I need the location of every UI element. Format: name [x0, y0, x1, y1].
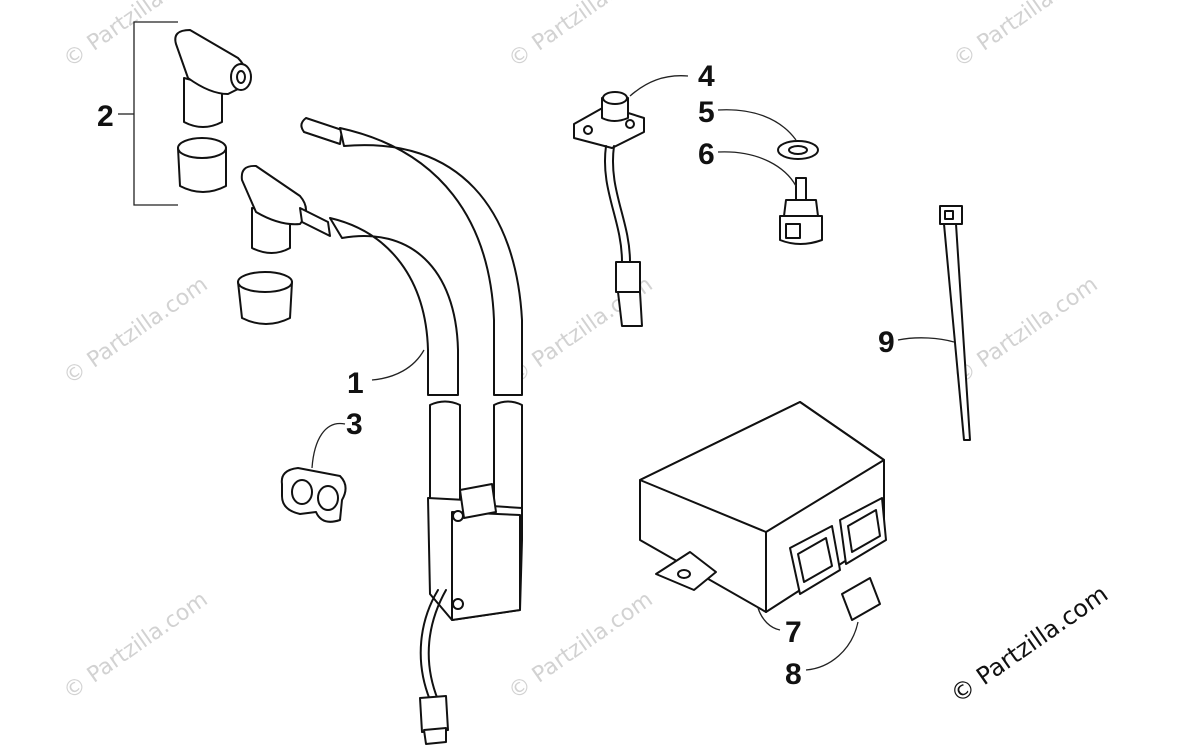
callout-5: 5 — [698, 96, 715, 129]
plug-boot-top — [177, 137, 227, 159]
leader-line — [311, 422, 346, 469]
callout-labels: 1 2 3 4 5 6 7 8 9 — [97, 60, 895, 691]
sensor-wire — [604, 145, 623, 263]
plug-cap-hole — [236, 70, 246, 84]
lead-core — [299, 207, 331, 237]
switch-terminal — [785, 223, 801, 239]
sensor-connector-tip — [617, 291, 643, 327]
plug-boot-top — [237, 271, 293, 293]
switch-pin — [795, 177, 807, 203]
flange-hole — [583, 125, 593, 135]
switch-hex — [783, 199, 819, 217]
watermark: © Partzilla.com — [59, 587, 212, 705]
ht-lead-upper — [329, 217, 459, 396]
washer-inner — [788, 145, 808, 155]
ht-lead-lower — [493, 400, 523, 509]
clip-loop — [291, 479, 313, 505]
part-6-pressure-switch — [717, 151, 823, 245]
plug-boot — [237, 281, 293, 325]
part-4-temperature-sensor — [573, 75, 689, 327]
watermark: © Partzilla.com — [504, 587, 657, 705]
tie-slot — [944, 210, 954, 220]
callout-2: 2 — [97, 100, 114, 133]
primary-wire — [419, 589, 439, 701]
coil-mount-hole — [452, 598, 464, 610]
part-1-ignition-coil — [237, 117, 523, 745]
watermark: © Partzilla.com — [949, 272, 1102, 390]
coil-body-front — [451, 511, 521, 621]
callout-8: 8 — [785, 658, 802, 691]
bracket-line — [133, 21, 178, 206]
clip-loop — [317, 485, 339, 511]
part-3-wire-clip — [280, 422, 347, 523]
copyright-text: © Partzilla.com — [945, 580, 1113, 709]
label-pad — [841, 577, 881, 621]
leader-line — [371, 349, 425, 381]
coil-mount-hole — [452, 510, 464, 522]
sensor-wire — [612, 145, 631, 263]
part-8-label-pad — [805, 577, 881, 671]
ht-lead-lower — [429, 400, 461, 506]
callout-7: 7 — [785, 616, 802, 649]
leader-line — [717, 151, 797, 187]
sensor-head-top — [602, 91, 628, 105]
mount-hole — [677, 569, 691, 579]
ht-lead-upper — [339, 127, 523, 396]
tie-strap — [943, 223, 971, 441]
primary-wire — [427, 589, 447, 701]
callout-1: 1 — [347, 367, 364, 400]
watermark: © Partzilla.com — [59, 272, 212, 390]
leader-line — [897, 337, 955, 343]
leader-line — [757, 607, 781, 631]
callout-3: 3 — [346, 408, 363, 441]
part-7-cdi-module — [639, 401, 887, 631]
part-9-cable-tie — [897, 205, 971, 441]
flange-hole — [625, 119, 635, 129]
leader-line — [717, 109, 797, 141]
plug-boot — [177, 147, 227, 193]
coil-connector-tip — [423, 727, 447, 745]
coil-connector — [419, 695, 449, 733]
part-2-spark-plug-cap-kit — [118, 21, 252, 206]
lead-core — [300, 117, 343, 145]
module-top — [639, 401, 885, 533]
part-5-washer — [717, 109, 819, 160]
watermark: © Partzilla.com — [949, 0, 1102, 73]
connector-socket — [797, 537, 833, 583]
coil-mount-tab — [459, 483, 497, 519]
leader-line — [805, 621, 859, 671]
connector-socket — [847, 509, 881, 553]
leader-line — [629, 75, 689, 97]
watermark: © Partzilla.com — [504, 0, 657, 73]
callout-9: 9 — [878, 326, 895, 359]
sensor-connector — [615, 261, 641, 293]
callout-6: 6 — [698, 138, 715, 171]
callout-4: 4 — [698, 60, 715, 93]
